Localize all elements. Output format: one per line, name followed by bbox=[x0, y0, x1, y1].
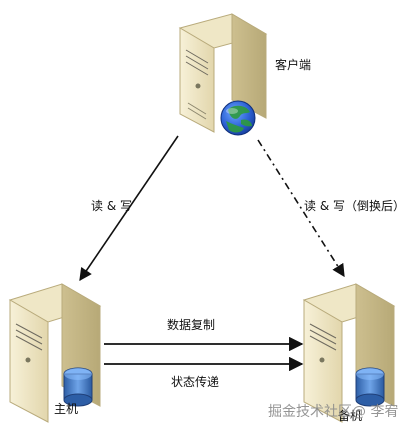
database-icon bbox=[355, 367, 385, 407]
globe-icon bbox=[220, 100, 256, 136]
edge-client-to-primary bbox=[79, 135, 179, 282]
client-label: 客户端 bbox=[275, 57, 311, 72]
label-client-to-primary: 读 & 写 bbox=[91, 199, 132, 213]
standby-label: 备机 bbox=[338, 409, 362, 423]
database-icon bbox=[63, 367, 93, 407]
standby-node: 备机 bbox=[302, 283, 396, 423]
label-state-transfer: 状态传递 bbox=[171, 374, 219, 389]
label-client-to-standby: 读 & 写（倒换后） bbox=[304, 199, 405, 213]
client-node: 客户端 bbox=[178, 13, 311, 136]
edge-client-to-standby bbox=[257, 139, 345, 278]
label-replication: 数据复制 bbox=[167, 317, 215, 332]
primary-node: 主机 bbox=[8, 283, 102, 423]
server-icon bbox=[178, 13, 268, 133]
primary-label: 主机 bbox=[54, 402, 78, 416]
watermark-text: 掘金技术社区@ 李宥 bbox=[268, 403, 398, 420]
